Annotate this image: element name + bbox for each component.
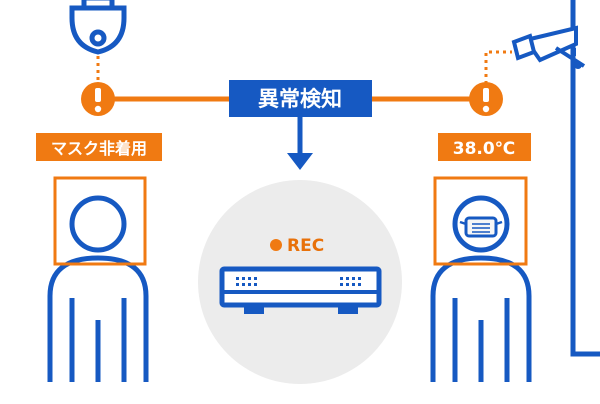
temperature-tag: 38.0℃ — [453, 139, 516, 159]
face-mask-icon — [459, 216, 503, 238]
right-exclamation-icon — [469, 82, 503, 116]
bullet-camera-icon — [511, 0, 600, 357]
dome-camera-icon — [69, 0, 127, 55]
left-exclamation-icon — [81, 82, 115, 116]
right-detection-frame — [433, 176, 528, 266]
no-mask-tag: マスク非着用 — [51, 139, 147, 158]
rec-dot-icon — [270, 239, 282, 251]
left-tag-box: マスク非着用 — [36, 133, 162, 161]
nvr-recorder-icon — [219, 266, 382, 314]
right-tag-box: 38.0℃ — [438, 133, 531, 161]
rec-label: REC — [287, 236, 324, 256]
anomaly-detection-label: 異常検知 — [258, 87, 342, 111]
down-arrow-icon — [287, 116, 313, 170]
left-person-icon — [47, 195, 149, 382]
right-person-icon — [430, 195, 532, 382]
rec-indicator: REC — [270, 236, 324, 256]
left-detection-frame — [53, 176, 147, 266]
anomaly-detection-box: 異常検知 — [229, 80, 372, 117]
right-camera-dotted-line — [484, 50, 512, 84]
